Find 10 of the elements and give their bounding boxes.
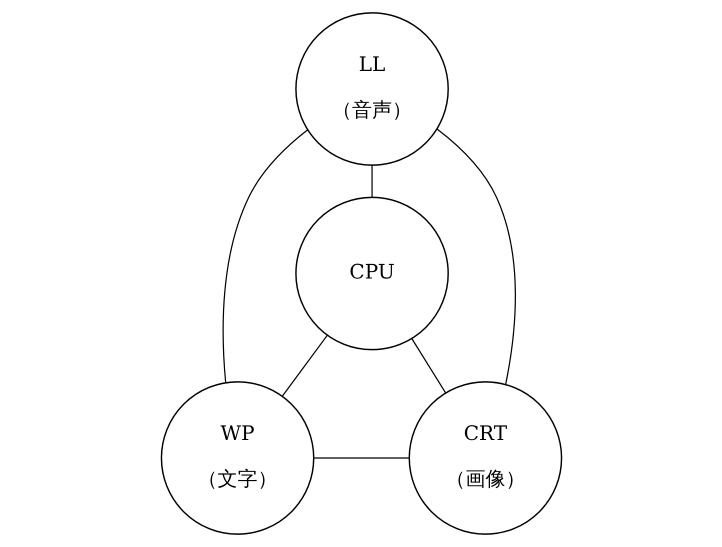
- connector: [222, 129, 308, 383]
- node-circle: LL （音声）: [294, 12, 448, 166]
- connector: [411, 338, 446, 394]
- node-circle: WP （文字）: [160, 381, 314, 535]
- connector: [314, 457, 409, 459]
- node-circle: CRT （画像）: [408, 381, 562, 535]
- node-circle: CPU: [294, 196, 448, 350]
- connector: [370, 165, 372, 198]
- connector: [281, 334, 328, 396]
- connector: [436, 128, 516, 384]
